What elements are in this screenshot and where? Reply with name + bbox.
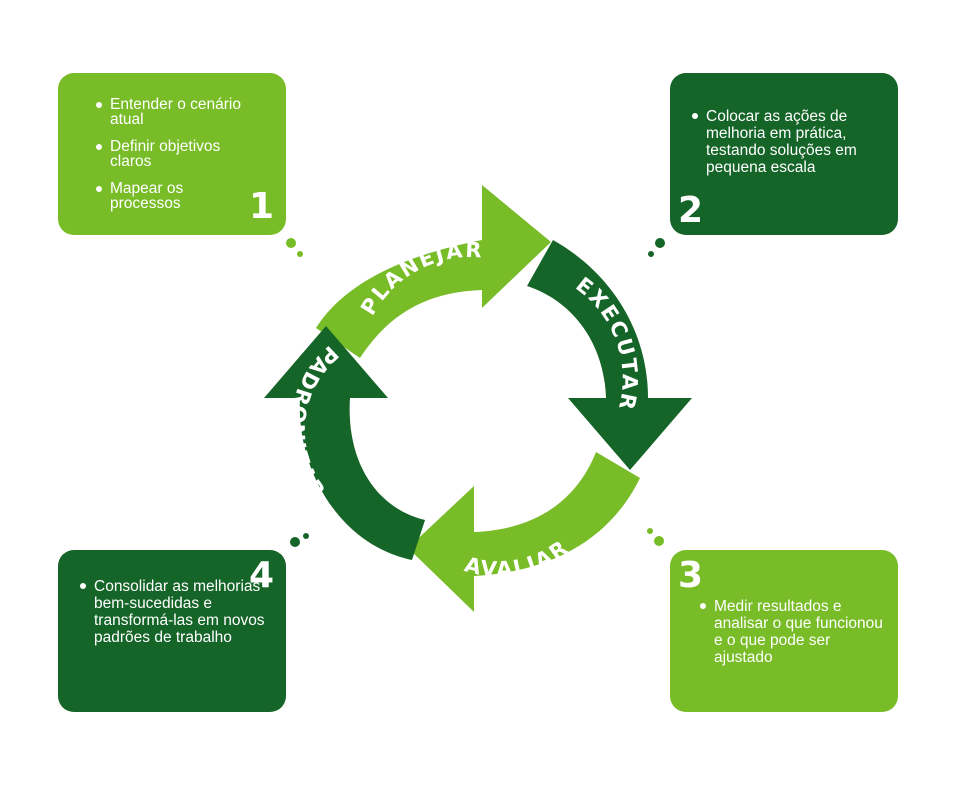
step-4-card: 4 Consolidar as melhorias bem-sucedidas … — [58, 550, 286, 712]
step-3-number: 3 — [678, 555, 704, 596]
avaliar-arrow — [408, 452, 640, 612]
step-1-bullet: Definir objetivos claros — [94, 139, 254, 169]
step-4-bullet-list: Consolidar as melhorias bem-sucedidas e … — [78, 578, 278, 646]
step-1-card: Entender o cenário atual Definir objetiv… — [58, 73, 286, 235]
executar-arrow — [527, 240, 692, 470]
step-3-card: 3 Medir resultados e analisar o que func… — [670, 550, 898, 712]
padronizar-arrow — [264, 326, 425, 560]
step-3-bullet: Medir resultados e analisar o que funcio… — [698, 598, 888, 666]
step-1-bullet: Entender o cenário atual — [94, 97, 254, 127]
connector-dot — [647, 528, 653, 534]
step-1-bullet-list: Entender o cenário atual Definir objetiv… — [94, 97, 254, 223]
step-4-number: 4 — [248, 555, 274, 596]
step-1-number: 1 — [248, 186, 274, 227]
step-2-card: Colocar as ações de melhoria em prática,… — [670, 73, 898, 235]
step-2-bullet: Colocar as ações de melhoria em prática,… — [690, 108, 890, 176]
step-3-bullet-list: Medir resultados e analisar o que funcio… — [698, 598, 888, 666]
connector-dot — [290, 537, 300, 547]
connector-dot — [303, 533, 309, 539]
step-2-bullet-list: Colocar as ações de melhoria em prática,… — [690, 108, 890, 176]
connector-dot — [286, 238, 296, 248]
step-1-bullet: Mapear os processos — [94, 181, 254, 211]
step-2-number: 2 — [678, 190, 704, 231]
connector-dot — [655, 238, 665, 248]
step-4-bullet: Consolidar as melhorias bem-sucedidas e … — [78, 578, 278, 646]
planejar-arrow — [316, 185, 551, 358]
connector-dot — [297, 251, 303, 257]
connector-dot — [648, 251, 654, 257]
connector-dot — [654, 536, 664, 546]
